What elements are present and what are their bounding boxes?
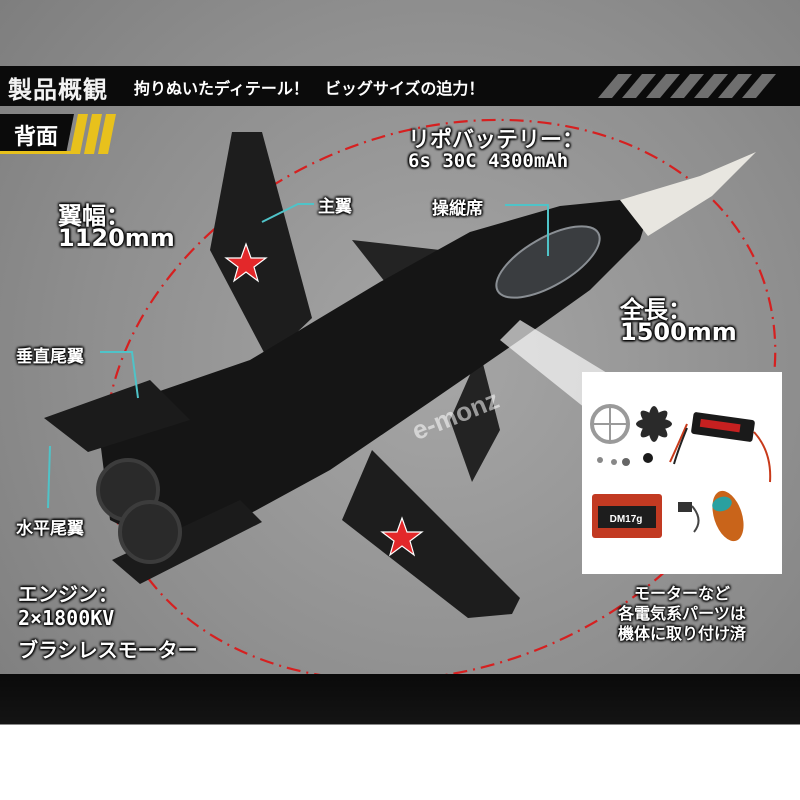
header-title: 製品概観 [8, 76, 108, 104]
inset-caption-line2: 各電気系パーツは [618, 604, 746, 623]
engine-label: エンジン： [18, 582, 118, 606]
callout-line-main-wing [261, 203, 314, 223]
callout-main-wing: 主翼 [318, 197, 352, 217]
wingspan-value: 1120mm [58, 224, 175, 252]
header-stripes-decoration [598, 74, 776, 98]
connector [678, 502, 692, 512]
callout-cockpit: 操縦席 [432, 199, 483, 219]
parts-illustration: DM17g [590, 404, 772, 542]
engine-nozzle-2 [118, 500, 182, 564]
lower-main-wing [342, 450, 520, 618]
callout-line-cockpit [505, 204, 549, 256]
red-star-lower [380, 516, 424, 557]
vertical-tail-upper [44, 380, 190, 452]
tag-background [0, 114, 116, 154]
battery-value: 6s 30C 4300mAh [408, 150, 569, 172]
battery-label: リポバッテリー： [408, 128, 585, 153]
callout-line-horizontal-tail [47, 445, 51, 509]
cockpit-canopy [495, 225, 601, 299]
view-tag: 背面 [0, 114, 130, 154]
inset-caption-line1: モーターなど [633, 584, 730, 603]
inset-caption-line3: 機体に取り付け済 [617, 624, 746, 643]
esc-wires [669, 423, 772, 483]
parts-inset: DM17g [582, 372, 782, 574]
orbit-ring [103, 118, 777, 682]
header-subtitle: 拘りぬいたディテール！ ビッグサイズの迫力！ [134, 79, 485, 98]
length-label: 全長： [620, 296, 692, 324]
wingspan-label: 翼幅： [58, 202, 130, 230]
upper-main-wing [210, 132, 312, 360]
red-star-upper [224, 242, 268, 283]
callout-horizontal-tail: 水平尾翼 [16, 519, 84, 539]
engine-value: 2×1800KV [18, 606, 115, 630]
fan-rotor [636, 406, 672, 442]
callout-line-vertical-tail [100, 351, 139, 399]
servo-label: DM17g [610, 514, 643, 525]
callout-vertical-tail: 垂直尾翼 [16, 347, 84, 367]
header-band: 製品概観 拘りぬいたディテール！ ビッグサイズの迫力！ [0, 66, 800, 106]
bottom-band [0, 674, 800, 800]
engine-type: ブラシレスモーター [18, 638, 198, 662]
lower-canard [450, 352, 500, 482]
brushless-motor [712, 490, 744, 542]
view-tag-label: 背面 [14, 125, 59, 150]
length-value: 1500mm [620, 318, 737, 346]
nose-cone [620, 152, 756, 236]
